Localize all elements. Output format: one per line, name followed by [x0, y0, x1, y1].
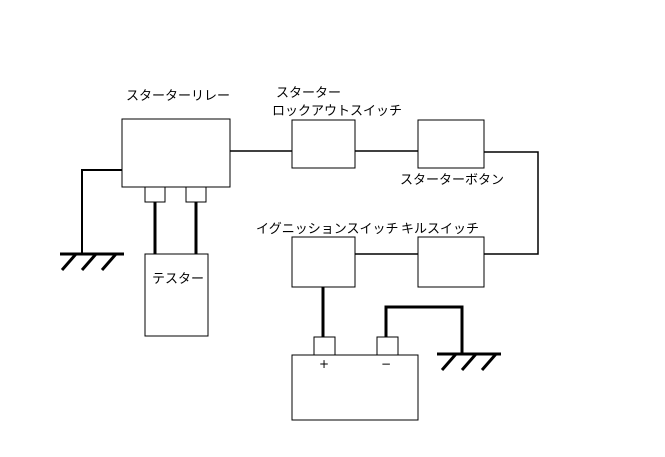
- wire-battery-minus-to-ground: [384, 305, 464, 354]
- battery-terminal-plus: [313, 336, 336, 356]
- wire-relay-to-ground: [81, 169, 122, 254]
- starter-button-label: スターターボタン: [400, 173, 504, 188]
- kill-switch-box: [417, 236, 485, 288]
- ground-symbol-left: [60, 252, 124, 271]
- relay-terminal-left: [144, 186, 166, 203]
- starter-relay-label: スターターリレー: [126, 89, 230, 104]
- battery-terminal-minus: [376, 336, 399, 356]
- relay-terminal-right: [185, 186, 207, 203]
- starter-button-box: [417, 119, 485, 169]
- starter-relay-box: [121, 118, 231, 188]
- tester-box: [144, 253, 209, 337]
- kill-switch-label: キルスイッチ: [401, 222, 479, 237]
- ignition-switch-label: イグニッションスイッチ: [256, 222, 398, 237]
- ignition-switch-box: [291, 236, 356, 288]
- starter-lockout-label-line2: ロックアウトスイッチ: [272, 104, 402, 119]
- battery-minus-label: −: [381, 357, 391, 371]
- battery-plus-label: +: [319, 357, 329, 371]
- ground-symbol-right: [437, 352, 501, 371]
- wire-button-to-kill: [484, 151, 539, 255]
- starter-lockout-label-line1: スターター: [276, 86, 341, 101]
- starter-lockout-switch-box: [291, 119, 356, 169]
- battery-box: [291, 354, 419, 421]
- tester-label: テスター: [152, 272, 204, 287]
- wires: [81, 150, 539, 354]
